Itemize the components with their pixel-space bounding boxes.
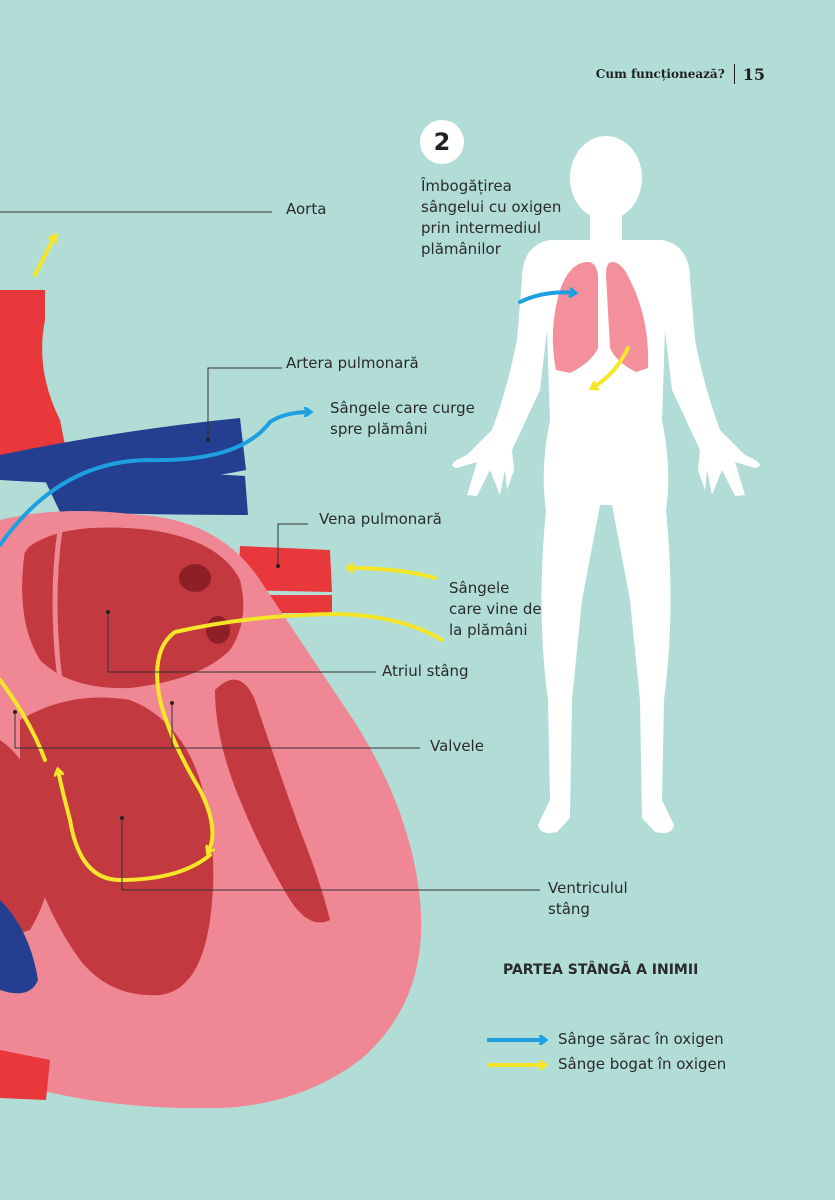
section-name: Cum funcționează? — [595, 67, 725, 81]
label-left-atrium: Atriul stâng — [382, 662, 469, 680]
atrium-yellow-line — [0, 678, 47, 762]
from-lungs-yellow-arrow-path — [155, 611, 444, 852]
page-number: 15 — [742, 64, 765, 84]
label-blood-to-lungs: Sângele care curge spre plămâni — [330, 399, 475, 438]
step-caption: Îmbogățirea sângelui cu oxigen prin inte… — [421, 177, 562, 258]
legend-oxygen-rich-label: Sânge bogat în oxigen — [558, 1055, 727, 1073]
body-silhouette — [452, 136, 760, 834]
label-pulmonary-vein: Vena pulmonară — [319, 510, 442, 528]
label-left-ventricle: Ventriculul stâng — [548, 879, 628, 918]
leader-dots — [13, 438, 280, 820]
aorta-yellow-arrow — [33, 236, 55, 277]
label-pulmonary-artery: Artera pulmonară — [286, 354, 419, 372]
leader-lines — [0, 211, 540, 891]
from-lungs-yellow-arrow-top — [348, 568, 437, 580]
ventricle-yellow-arrow — [58, 770, 212, 883]
label-valves: Valvele — [430, 737, 484, 755]
lungs — [552, 262, 649, 373]
section-title: PARTEA STÂNGĂ A INIMII — [503, 962, 699, 978]
lungs-yellow-arrow — [592, 346, 630, 388]
lungs-blue-arrow — [518, 292, 575, 304]
step-number-badge: 2 — [420, 120, 464, 164]
to-lungs-blue-arrow — [0, 412, 310, 547]
heart — [0, 290, 422, 1109]
header-divider — [733, 64, 735, 84]
label-aorta: Aorta — [286, 200, 327, 218]
legend-oxygen-poor-label: Sânge sărac în oxigen — [558, 1030, 724, 1048]
label-blood-from-lungs: Sângele care vine de la plămâni — [449, 579, 542, 639]
page-header: Cum funcționează? 15 — [596, 64, 765, 84]
